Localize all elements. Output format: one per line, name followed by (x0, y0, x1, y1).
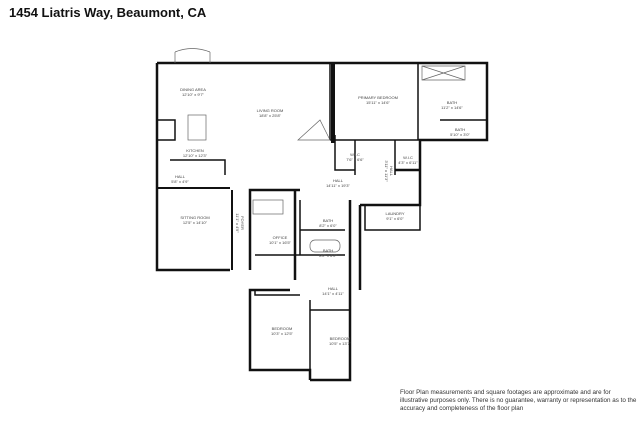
fixtures (174, 48, 466, 253)
page-title: 1454 Liatris Way, Beaumont, CA (9, 5, 207, 20)
fireplace-wall (331, 63, 335, 143)
interior-walls (158, 63, 487, 375)
disclaimer-text: Floor Plan measurements and square foota… (400, 389, 637, 412)
